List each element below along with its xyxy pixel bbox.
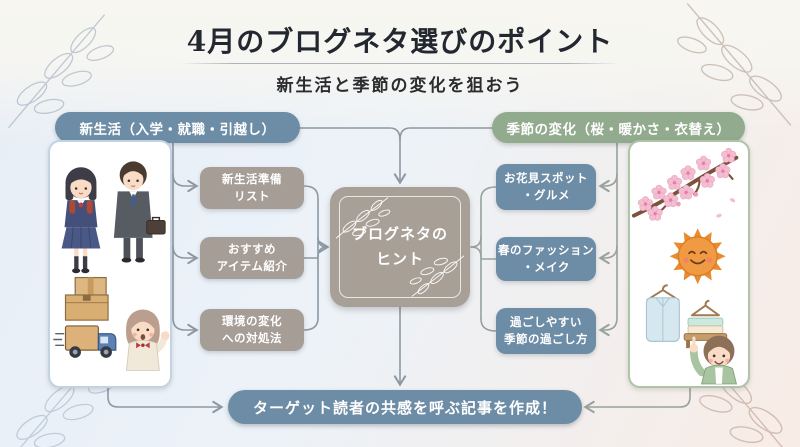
- node-spring-fashion-makeup: 春のファッション ・メイク: [496, 237, 596, 281]
- pointing-boy-illustration: [689, 335, 738, 385]
- page-subtitle: 新生活と季節の変化を狙おう: [276, 76, 524, 96]
- node-hanami-spots-gourmet: お花見スポット ・グルメ: [496, 164, 596, 210]
- cherry-blossom-illustration: [631, 147, 739, 221]
- node-environment-change-coping: 環境の変化 への対処法: [200, 309, 304, 351]
- season-illustration-panel: [628, 140, 750, 388]
- moving-truck-illustration: [53, 325, 117, 358]
- moving-boxes-illustration: [64, 276, 109, 321]
- node-create-article: ターゲット読者の共感を呼ぶ記事を作成！: [228, 390, 582, 424]
- title-divider: [180, 63, 620, 64]
- right-branch-header: 季節の変化（桜・暖かさ・衣替え）: [492, 112, 745, 143]
- left-branch-header: 新生活（入学・就職・引越し）: [55, 112, 300, 143]
- businessman-illustration: [113, 161, 166, 263]
- center-node-label: ブログネタの ヒント: [351, 224, 448, 269]
- node-new-life-prep-list: 新生活準備 リスト: [200, 167, 304, 209]
- node-recommended-items: おすすめ アイテム紹介: [200, 237, 304, 279]
- waving-woman-illustration: [125, 309, 170, 371]
- schoolgirl-illustration: [61, 167, 101, 274]
- page-title: 4月のブログネタ選びのポイント: [186, 25, 614, 58]
- center-node-inner-frame: [339, 196, 461, 298]
- node-comfortable-season-tips: 過ごしやすい 季節の過ごし方: [496, 308, 596, 354]
- node-blog-idea-hint: ブログネタの ヒント: [330, 187, 470, 307]
- new-life-illustration-panel: [48, 140, 172, 388]
- sun-illustration: [669, 228, 726, 285]
